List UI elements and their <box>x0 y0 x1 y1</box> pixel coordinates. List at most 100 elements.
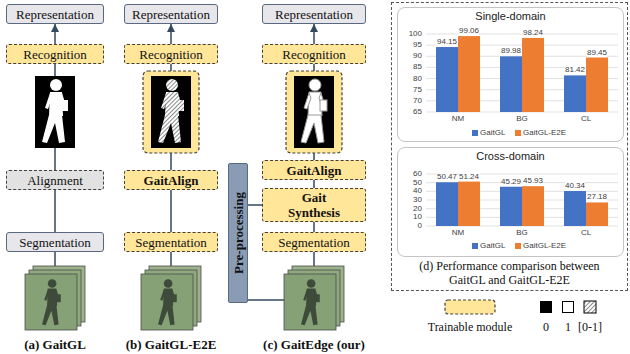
chart-bar <box>500 56 522 112</box>
legend-swatch <box>515 243 521 249</box>
connector <box>313 24 315 44</box>
module-label: Recognition <box>139 47 203 62</box>
legend-swatch <box>472 243 478 249</box>
rgb-frames <box>25 274 77 330</box>
trainable-module: Recognition <box>262 44 366 64</box>
axis-tick: 10 <box>413 212 422 222</box>
synthesized-silhouette <box>301 79 327 143</box>
connector <box>170 24 172 44</box>
chart-bar <box>564 75 586 112</box>
module-label: Representation <box>16 7 94 22</box>
chart-bar <box>458 182 480 226</box>
fixed-module: Alignment <box>6 170 104 190</box>
bar-value: 81.42 <box>565 65 585 74</box>
legend-label: 1 <box>565 320 571 334</box>
axis-tick: 0 <box>418 221 422 231</box>
legend-swatch <box>472 130 478 136</box>
synthesized-silhouette <box>294 76 334 148</box>
bar-value: 40.34 <box>565 181 585 190</box>
trainable-module: Gait Synthesis <box>262 188 366 222</box>
trainable-module: GaitAlign <box>262 160 366 180</box>
axis-tick: 75 <box>413 85 422 95</box>
synthesized-silhouette <box>286 71 342 153</box>
chart-title: Cross-domain <box>398 150 623 163</box>
axis-tick: 50 <box>413 178 422 188</box>
bar-value: 89.98 <box>501 46 521 55</box>
feed-line <box>313 252 315 266</box>
axis-tick: 20 <box>413 204 422 214</box>
axis-tick: 40 <box>413 186 422 196</box>
feed-line <box>170 252 172 266</box>
trainable-module: Segmentation <box>124 232 218 252</box>
module-label: Segmentation <box>278 235 350 250</box>
axis-tick: 100 <box>409 29 422 39</box>
category-label: BG <box>516 228 528 238</box>
chart-bar <box>586 202 608 226</box>
bar-value: 27.18 <box>587 192 607 201</box>
binary-silhouette <box>35 76 75 148</box>
bar-value: 98.24 <box>523 28 543 37</box>
bar-value: 89.45 <box>587 48 607 57</box>
legend-label: GaitGL <box>480 128 505 138</box>
bar-value: 45.93 <box>523 176 543 185</box>
legend-label: GaitGL <box>480 241 505 251</box>
legend-label: GaitGL-E2E <box>523 128 566 138</box>
figure-caption: (c) GaitEdge (our) <box>263 337 365 352</box>
soft-silhouette <box>158 79 184 143</box>
legend-sample <box>445 300 495 314</box>
module-label: Recognition <box>23 47 87 62</box>
category-label: NM <box>452 114 464 124</box>
chart-bar <box>522 186 544 226</box>
module-label: Gait Synthesis <box>282 190 346 220</box>
feed-line <box>54 252 56 266</box>
category-label: CL <box>581 228 591 238</box>
feed-line <box>248 299 284 301</box>
chart-bar <box>586 58 608 112</box>
trainable-module: Recognition <box>6 44 104 64</box>
chart-bar <box>436 182 458 226</box>
chart-bar <box>458 36 480 112</box>
category-label: NM <box>452 228 464 238</box>
connector <box>313 222 315 232</box>
axis-tick: 70 <box>413 96 422 106</box>
module-box: Segmentation <box>6 232 104 252</box>
binary-silhouette <box>35 76 75 148</box>
axis-tick: 30 <box>413 195 422 205</box>
legend-swatch <box>540 301 552 313</box>
bar-value: 99.06 <box>459 26 479 35</box>
rgb-frames <box>301 279 320 325</box>
module-label: Segmentation <box>135 235 207 250</box>
connector <box>248 204 262 206</box>
chart-bar <box>436 47 458 112</box>
legend-label: [0-1] <box>578 320 602 334</box>
figure-caption: (a) GaitGL <box>24 337 86 352</box>
rgb-frames <box>284 266 344 330</box>
legend-label: 0 <box>543 320 549 334</box>
legend-sample <box>584 301 596 313</box>
legend-label: Trainable module <box>428 320 513 334</box>
figure-caption: (b) GaitGL-E2E <box>126 337 217 352</box>
axis-tick: 65 <box>413 107 422 117</box>
chart-bar <box>436 36 608 226</box>
trainable-module: GaitAlign <box>124 170 218 190</box>
trainable-module: Recognition <box>124 44 218 64</box>
axis-tick: 80 <box>413 74 422 84</box>
bar-value: 51.24 <box>459 172 479 181</box>
connector <box>170 190 172 232</box>
connector <box>313 180 315 188</box>
bar-value: 45.29 <box>501 177 521 186</box>
module-label: Pre-processing <box>231 192 246 274</box>
soft-silhouette <box>151 76 191 148</box>
axis-tick: 85 <box>413 62 422 72</box>
connector <box>54 190 56 232</box>
preprocess-bar: Pre-processing <box>228 163 248 303</box>
panel-caption: (d) Performance comparison between GaitG… <box>407 259 613 287</box>
category-label: CL <box>581 114 591 124</box>
rgb-frames <box>158 279 177 325</box>
synthesized-silhouette <box>286 71 342 153</box>
chart-gridline <box>426 34 618 226</box>
bar-value: 50.47 <box>437 172 457 181</box>
bar-value: 94.15 <box>437 37 457 46</box>
rgb-frames <box>42 279 61 325</box>
